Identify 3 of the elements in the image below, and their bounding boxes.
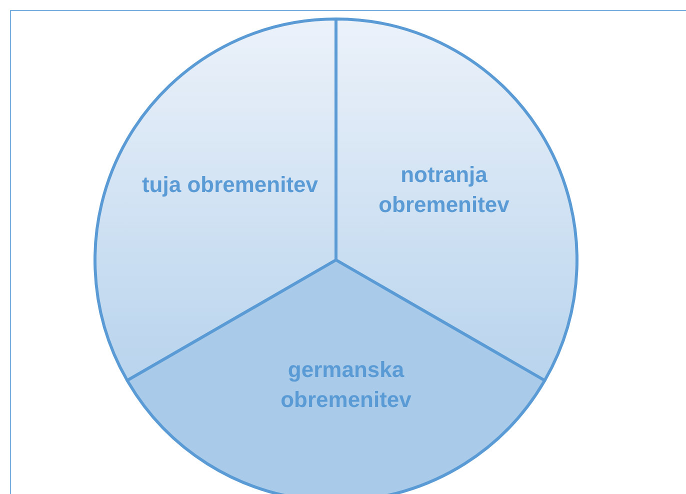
- segment-label: tuja obremenitev: [140, 171, 320, 199]
- segment-label: notranja obremenitev: [378, 161, 510, 219]
- segment-label: germanska obremenitev: [280, 356, 412, 414]
